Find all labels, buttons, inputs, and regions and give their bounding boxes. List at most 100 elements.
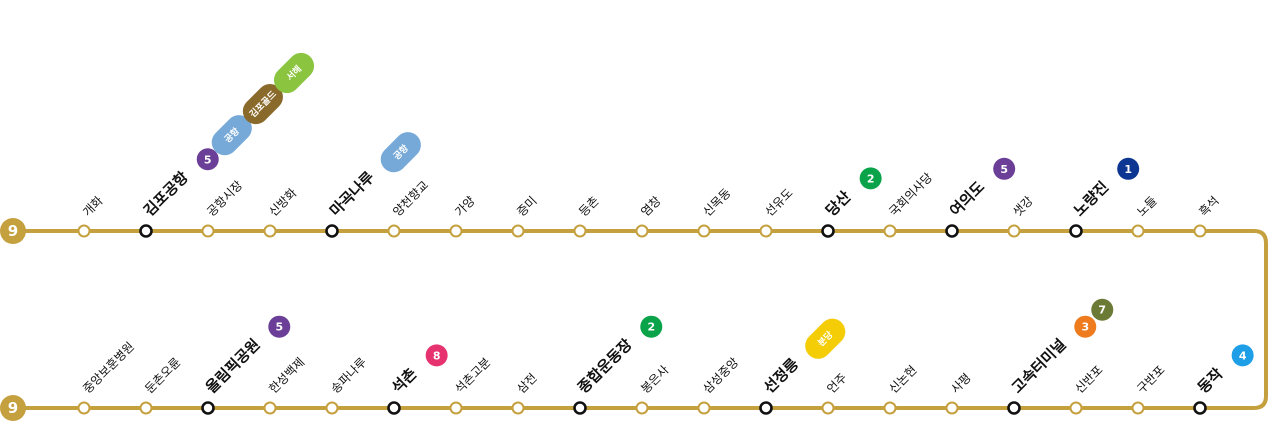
station-dot[interactable] xyxy=(1131,401,1145,415)
line-9-marker-circle xyxy=(0,395,26,421)
transfer-station-dot[interactable] xyxy=(139,224,153,238)
station-name: 마곡나루 xyxy=(326,168,378,220)
transfer-pill-badge: 공항 xyxy=(211,115,252,156)
station-name: 당산 xyxy=(822,187,854,219)
station-stations_bottom-11[interactable]: 선정릉 xyxy=(759,355,802,415)
transfer-pill-badge: 공항 xyxy=(380,132,421,173)
transfer-station-dot[interactable] xyxy=(201,401,215,415)
station-stations_top-16[interactable]: 노량진 xyxy=(1069,178,1112,238)
station-stations_top-3[interactable]: 신방화 xyxy=(263,186,300,238)
badge-circle xyxy=(1231,344,1254,367)
station-dot[interactable] xyxy=(883,401,897,415)
station-name: 석촌 xyxy=(388,364,420,396)
station-stations_bottom-0[interactable]: 중앙보훈병원 xyxy=(77,339,137,415)
line-3-transfer-badge: 3 xyxy=(1074,315,1097,338)
station-name: 사평 xyxy=(948,371,974,397)
station-dot[interactable] xyxy=(1007,224,1021,238)
station-name: 국회의사당 xyxy=(886,170,935,219)
station-dot[interactable] xyxy=(821,401,835,415)
station-name: 가양 xyxy=(452,194,478,220)
station-name: 한성백제 xyxy=(266,355,307,396)
station-stations_top-4[interactable]: 마곡나루 xyxy=(325,168,378,238)
transfer-station-dot[interactable] xyxy=(325,224,339,238)
station-stations_bottom-13[interactable]: 신논현 xyxy=(883,363,920,415)
station-name: 봉은사 xyxy=(638,363,671,396)
badge-circle xyxy=(1074,315,1097,338)
badge-label: 1 xyxy=(1124,163,1132,176)
transfer-station-dot[interactable] xyxy=(945,224,959,238)
station-stations_bottom-10[interactable]: 삼성중앙 xyxy=(697,355,742,415)
station-dot[interactable] xyxy=(511,401,525,415)
station-stations_top-11[interactable]: 선유도 xyxy=(759,186,796,238)
transfer-station-dot[interactable] xyxy=(387,401,401,415)
station-name: 샛강 xyxy=(1010,194,1036,220)
station-dot[interactable] xyxy=(139,401,153,415)
line-9-marker-bottom: 9 xyxy=(0,395,26,421)
station-dot[interactable] xyxy=(325,401,339,415)
transfer-station-dot[interactable] xyxy=(573,401,587,415)
station-name: 석촌고분 xyxy=(452,355,493,396)
line-5-transfer-badge: 5 xyxy=(993,157,1016,180)
station-stations_top-14[interactable]: 여의도 xyxy=(945,178,988,238)
station-dot[interactable] xyxy=(1069,401,1083,415)
line-5-transfer-badge: 5 xyxy=(268,315,291,338)
station-dot[interactable] xyxy=(449,224,463,238)
badge-circle xyxy=(196,148,219,171)
station-name: 중앙보훈병원 xyxy=(80,339,137,396)
station-dot[interactable] xyxy=(635,401,649,415)
badge-circle xyxy=(1091,298,1114,321)
station-dot[interactable] xyxy=(263,224,277,238)
station-stations_bottom-3[interactable]: 한성백제 xyxy=(263,355,308,415)
station-name: 종합운동장 xyxy=(574,335,636,397)
station-stations_top-5[interactable]: 양천향교 xyxy=(387,177,432,238)
badge-label: 3 xyxy=(1081,321,1089,334)
station-stations_bottom-8[interactable]: 종합운동장 xyxy=(573,335,636,415)
station-stations_top-1[interactable]: 김포공항 xyxy=(139,168,192,238)
station-stations_bottom-6[interactable]: 석촌고분 xyxy=(449,355,494,415)
station-dot[interactable] xyxy=(511,224,525,238)
station-stations_bottom-4[interactable]: 송파나루 xyxy=(325,355,370,415)
station-name: 신방화 xyxy=(266,186,299,219)
station-dot[interactable] xyxy=(1131,224,1145,238)
station-name: 노들 xyxy=(1134,194,1160,220)
badge-circle xyxy=(859,167,882,190)
badge-label: 2 xyxy=(867,172,875,185)
station-name: 증미 xyxy=(514,194,540,220)
transfer-station-dot[interactable] xyxy=(1193,401,1207,415)
station-dot[interactable] xyxy=(697,401,711,415)
transfer-station-dot[interactable] xyxy=(1069,224,1083,238)
transfer-station-dot[interactable] xyxy=(759,401,773,415)
station-stations_bottom-2[interactable]: 올림픽공원 xyxy=(201,335,264,415)
station-name: 신반포 xyxy=(1072,363,1105,396)
badge-label: 4 xyxy=(1239,349,1247,362)
station-stations_bottom-1[interactable]: 둔촌오륜 xyxy=(139,355,184,415)
station-dot[interactable] xyxy=(573,224,587,238)
line-1-transfer-badge: 1 xyxy=(1117,157,1140,180)
station-dot[interactable] xyxy=(1193,224,1207,238)
station-stations_bottom-16[interactable]: 신반포 xyxy=(1069,363,1106,415)
station-stations_bottom-17[interactable]: 구반포 xyxy=(1131,363,1168,415)
station-dot[interactable] xyxy=(883,224,897,238)
station-dot[interactable] xyxy=(201,224,215,238)
station-dot[interactable] xyxy=(635,224,649,238)
station-dot[interactable] xyxy=(945,401,959,415)
line-9-track xyxy=(13,229,1268,410)
station-stations_bottom-9[interactable]: 봉은사 xyxy=(635,363,672,415)
station-stations_top-10[interactable]: 신목동 xyxy=(697,186,734,238)
transfer-station-dot[interactable] xyxy=(821,224,835,238)
station-dot[interactable] xyxy=(759,224,773,238)
station-dot[interactable] xyxy=(77,401,91,415)
station-dot[interactable] xyxy=(449,401,463,415)
line-7-transfer-badge: 7 xyxy=(1091,298,1114,321)
badge-label: 5 xyxy=(1000,163,1008,176)
badge-label: 2 xyxy=(647,321,655,334)
station-dot[interactable] xyxy=(387,224,401,238)
station-stations_top-13[interactable]: 국회의사당 xyxy=(883,170,936,238)
station-dot[interactable] xyxy=(77,224,91,238)
station-stations_bottom-15[interactable]: 고속터미널 xyxy=(1007,335,1070,415)
station-dot[interactable] xyxy=(263,401,277,415)
station-dot[interactable] xyxy=(697,224,711,238)
transfer-station-dot[interactable] xyxy=(1007,401,1021,415)
station-stations_top-2[interactable]: 공항시장 xyxy=(201,178,246,238)
